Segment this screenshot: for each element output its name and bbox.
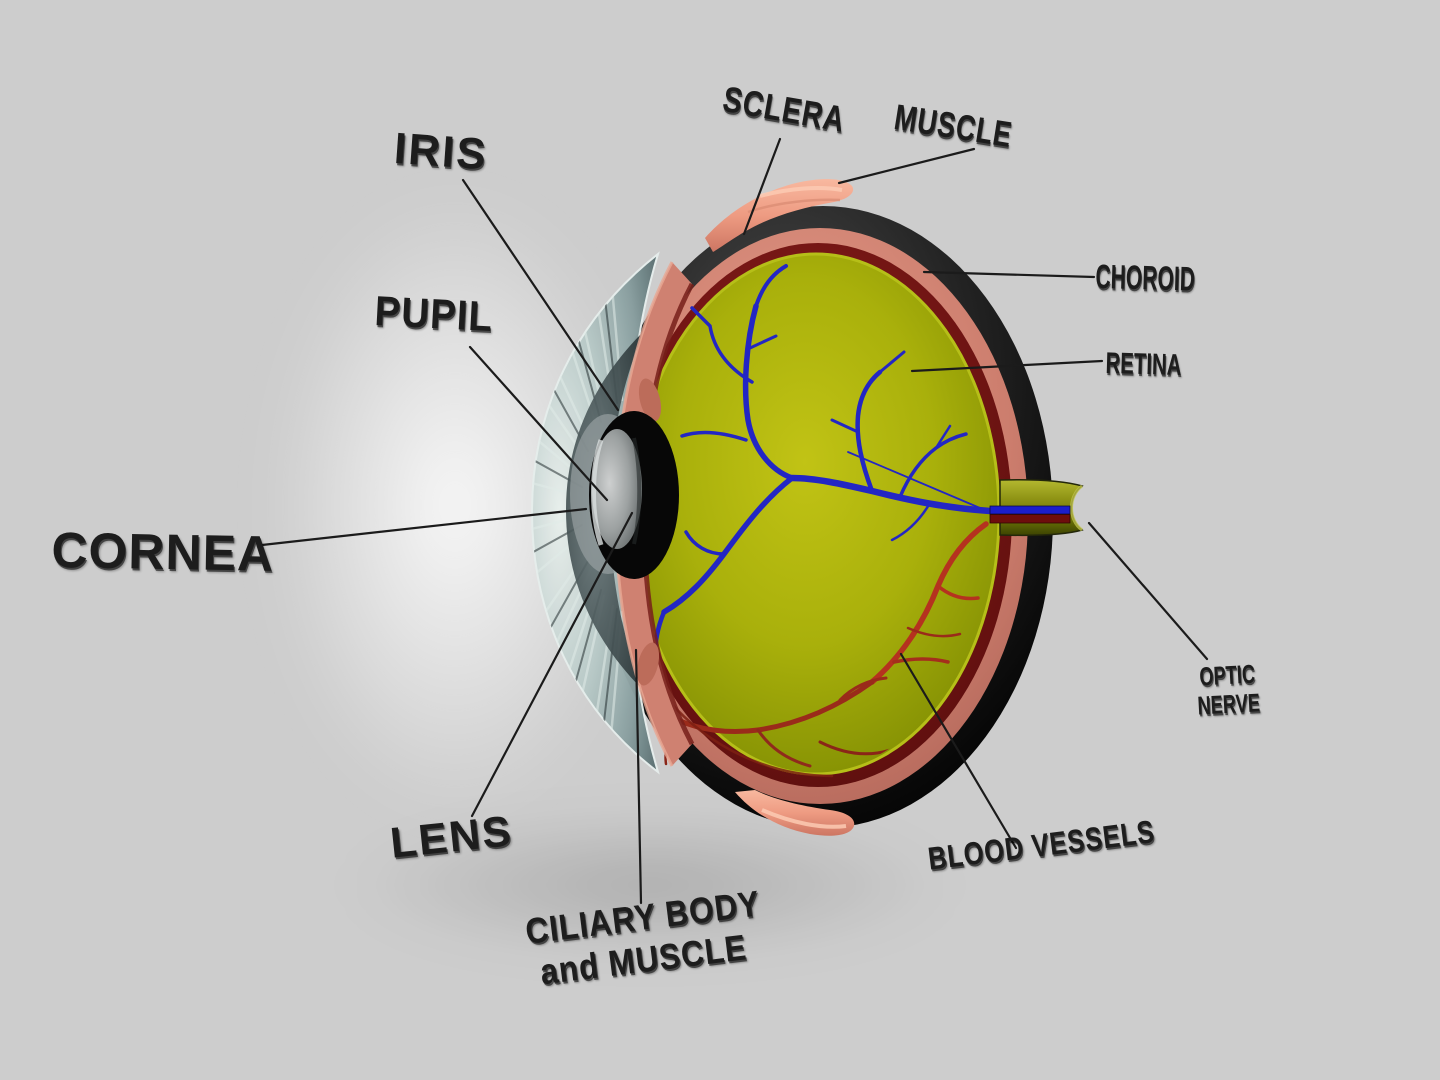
- leader-ciliary-body: [634, 648, 643, 905]
- label-cornea: CORNEA: [51, 521, 275, 582]
- leader-sclera: [742, 137, 782, 236]
- ciliary-process-top: [638, 378, 662, 422]
- background-glow: [270, 195, 640, 815]
- inferior-muscle-highlight: [761, 808, 847, 829]
- label-retina: RETINA: [1105, 347, 1182, 382]
- leader-choroid: [922, 270, 1096, 279]
- lens-shadow-edge: [632, 437, 642, 545]
- leader-lines: [260, 137, 1209, 905]
- leader-optic-nerve: [1087, 521, 1209, 661]
- leader-cornea: [260, 507, 588, 547]
- superior-muscle: [705, 179, 854, 252]
- label-iris: IRIS: [392, 124, 490, 180]
- ciliary-body: [616, 262, 692, 766]
- eye-shadow: [340, 810, 960, 960]
- optic-nerve-vein: [989, 505, 1071, 515]
- leader-blood-vessels: [899, 652, 1018, 850]
- leader-retina: [910, 359, 1104, 373]
- leader-pupil: [468, 345, 609, 502]
- optic-nerve: [989, 479, 1084, 537]
- leader-muscle: [837, 147, 976, 185]
- red-vessels: [664, 521, 989, 778]
- extraocular-muscles: [705, 179, 855, 836]
- superior-muscle-highlight: [759, 186, 843, 198]
- superior-muscle-striation: [747, 198, 841, 214]
- label-optic-line2: NERVE: [1196, 687, 1261, 721]
- retina-interior: [631, 252, 1001, 776]
- inferior-muscle: [735, 790, 855, 836]
- leader-iris: [461, 178, 620, 412]
- ciliary-process-bottom: [636, 642, 660, 686]
- label-choroid: CHOROID: [1095, 258, 1196, 299]
- label-pupil: PUPIL: [373, 287, 495, 341]
- label-optic-line1: OPTIC: [1198, 658, 1256, 692]
- optic-nerve-cut-face: [1070, 484, 1083, 532]
- optic-nerve-artery: [989, 514, 1071, 524]
- lens-highlight: [591, 439, 604, 546]
- label-optic-nerve: OPTIC NERVE: [1195, 658, 1261, 721]
- leader-lens: [470, 511, 634, 818]
